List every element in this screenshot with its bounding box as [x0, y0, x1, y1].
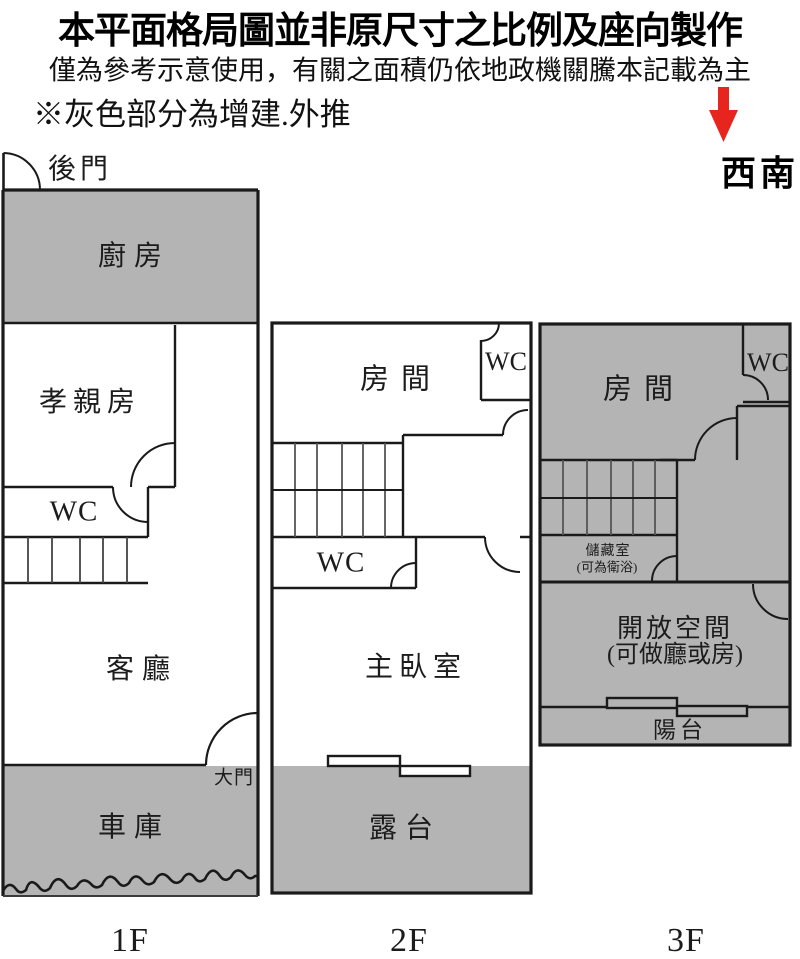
label-back-door: 後門: [47, 154, 113, 185]
page-subtitle: 僅為參考示意使用，有關之面積仍依地政機關騰本記載為主: [49, 55, 751, 86]
label-room-2f: 房間: [359, 363, 443, 396]
storage-door-arc: [651, 555, 678, 582]
compass-arrow-icon: [709, 87, 738, 142]
kitchen-addition-area: [4, 191, 257, 323]
compass-direction-label: 西南: [720, 154, 799, 194]
stairs-2f: [272, 443, 531, 539]
floor-2f-plan: [270, 321, 533, 895]
label-open-space-sub: (可做廳或房): [607, 642, 743, 668]
label-wc-1f: WC: [49, 495, 99, 528]
stairs-1f: [3, 537, 148, 585]
garage-addition-area: [4, 766, 257, 895]
floor-1f-plan: [1, 152, 260, 897]
floor-label-1f: 1F: [111, 922, 149, 959]
wc-door-arc-3f: [742, 374, 769, 401]
wc-top-walls-2f: [479, 340, 531, 402]
hall-door-arc-2f: [484, 536, 521, 573]
label-open-space: 開放空間: [616, 614, 734, 643]
open-space-door-arc: [752, 583, 789, 620]
label-living-room: 客廳: [105, 654, 179, 685]
room-door-arc-2f: [502, 409, 529, 436]
gray-area-note: ※灰色部分為增建.外推: [33, 97, 351, 132]
label-main-door: 大門: [213, 767, 255, 789]
wc-top-door-arc-2f: [480, 322, 500, 342]
room-door-arc-3f: [694, 417, 738, 461]
page-title: 本平面格局圖並非原尺寸之比例及座向製作: [58, 10, 743, 51]
floor-3f-plan: [538, 322, 792, 747]
floor-label-3f: 3F: [667, 922, 705, 959]
wc-walls-3f: [741, 324, 790, 404]
label-kitchen: 廚房: [97, 241, 171, 272]
label-room-3f: 房間: [602, 373, 686, 406]
main-door-arc: [204, 711, 259, 766]
outer-wall-2f: [270, 321, 533, 895]
label-master-bedroom: 主臥室: [364, 652, 468, 683]
label-wc-top-2f: WC: [485, 347, 527, 376]
notch-walls-3f: [735, 404, 790, 460]
terrace-addition-area: [273, 766, 530, 892]
terrace-sliding-door: [326, 754, 472, 778]
garage-wavy-line: [1, 869, 258, 894]
room-walls-2f: [272, 433, 503, 445]
label-parents-room: 孝親房: [38, 387, 142, 418]
parents-room-walls: [3, 325, 177, 489]
label-storage: 儲藏室: [585, 544, 631, 559]
label-wc-3f: WC: [747, 348, 789, 377]
back-door-arc: [3, 152, 41, 191]
wc-door-arc-1f: [112, 486, 149, 523]
balcony-sliding-door: [605, 696, 749, 718]
label-garage: 車庫: [97, 812, 171, 843]
label-wc-bottom-2f: WC: [316, 546, 366, 579]
parents-room-door-arc: [130, 442, 176, 488]
outer-wall-1f: [1, 188, 260, 896]
wc-bottom-door-arc-2f: [390, 562, 417, 589]
stairs-3f: [540, 458, 679, 581]
label-terrace: 露台: [368, 813, 442, 844]
label-storage-sub: (可為衛浴): [576, 559, 638, 575]
label-balcony: 陽台: [653, 717, 707, 743]
floor-label-2f: 2F: [390, 922, 428, 959]
